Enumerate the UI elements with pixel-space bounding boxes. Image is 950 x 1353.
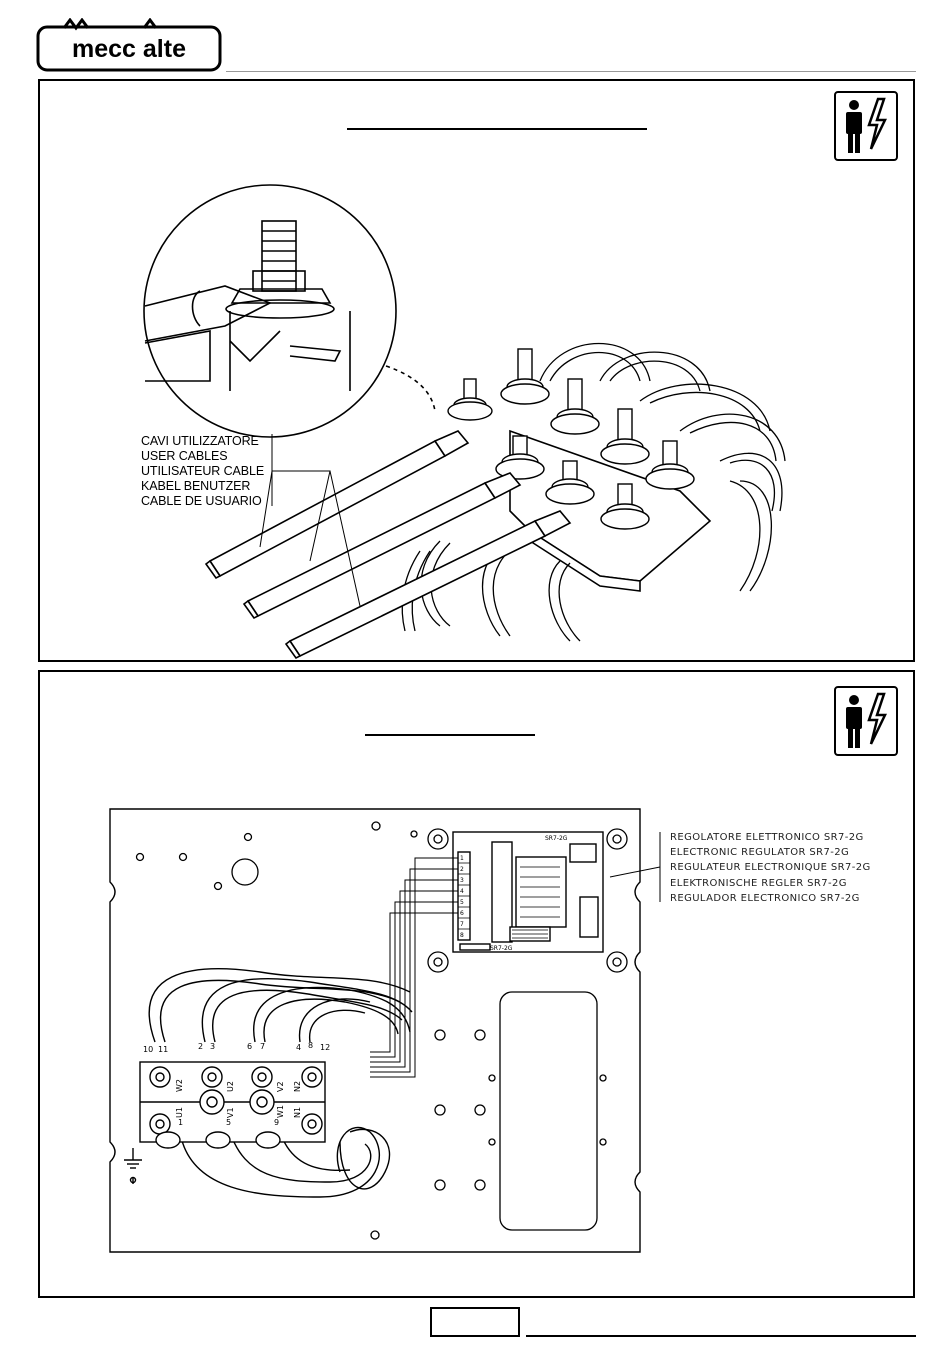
- regulator-label: REGOLATORE ELETTRONICO SR7-2G ELECTRONIC…: [670, 830, 871, 906]
- regulator-label-fr: REGULATEUR ELECTRONIQUE SR7-2G: [670, 862, 871, 874]
- figure-regulator-wiring-panel: 10 11 2 3 6 7 4 8 12 1 5 9 W2 U2 V2 N2 U…: [38, 670, 915, 1298]
- cable-label-it: CAVI UTILIZZATORE: [141, 434, 259, 448]
- regulator-terminal-1: 1: [460, 855, 464, 862]
- regulator-terminal-8: 8: [460, 932, 464, 939]
- terminal-letter-V2: V2: [276, 1081, 285, 1092]
- regulator-label-de: ELEKTRONISCHE REGLER SR7-2G: [670, 877, 847, 889]
- regulator-board-bottom-label: SR7-2G: [490, 945, 513, 952]
- page-number-box: [430, 1307, 520, 1337]
- terminal-number-12: 12: [320, 1043, 330, 1052]
- earth-symbol-icon: [124, 1148, 142, 1184]
- regulator-terminal-6: 6: [460, 910, 464, 917]
- terminal-letter-W1: W1: [276, 1105, 285, 1118]
- terminal-letter-W2: W2: [175, 1079, 184, 1092]
- regulator-terminal-2: 2: [460, 866, 464, 873]
- regulator-terminal-4: 4: [460, 888, 464, 895]
- regulator-terminal-7: 7: [460, 921, 464, 928]
- regulator-label-it: REGOLATORE ELETTRONICO SR7-2G: [670, 832, 864, 843]
- terminal-number-1: 1: [178, 1118, 183, 1127]
- terminal-letter-N2: N2: [293, 1081, 302, 1092]
- user-cables-label: CAVI UTILIZZATORE USER CABLES UTILISATEU…: [141, 434, 264, 509]
- terminal-number-6: 6: [247, 1042, 252, 1051]
- cable-label-en: USER CABLES: [141, 449, 228, 463]
- terminal-number-7: 7: [260, 1042, 265, 1051]
- terminal-number-4: 4: [296, 1043, 301, 1052]
- logo-text: mecc alte: [72, 35, 186, 63]
- regulator-terminal-5: 5: [460, 899, 464, 906]
- terminal-letter-U2: U2: [226, 1081, 235, 1092]
- terminal-letter-N1: N1: [293, 1107, 302, 1118]
- terminal-letter-U1: U1: [175, 1107, 184, 1118]
- person-high-voltage-icon: [834, 91, 898, 161]
- cable-label-es: CABLE DE USUARIO: [141, 494, 262, 508]
- header-rule: [226, 71, 916, 72]
- regulator-terminal-3: 3: [460, 877, 464, 884]
- terminal-number-5: 5: [226, 1118, 231, 1127]
- cable-label-fr: UTILISATEUR CABLE: [141, 464, 265, 478]
- regulator-board-top-label: SR7-2G: [545, 835, 568, 842]
- regulator-label-es: REGULADOR ELECTRONICO SR7-2G: [670, 892, 860, 904]
- terminal-number-2: 2: [198, 1042, 203, 1051]
- footer-rule: [526, 1335, 916, 1337]
- terminal-number-9: 9: [274, 1118, 279, 1127]
- regulator-label-en: ELECTRONIC REGULATOR SR7-2G: [670, 847, 850, 859]
- terminal-number-3: 3: [210, 1042, 215, 1051]
- terminal-number-10: 10: [143, 1045, 153, 1054]
- terminal-number-11: 11: [158, 1045, 168, 1054]
- figure-user-cables-panel: CAVI UTILIZZATORE USER CABLES UTILISATEU…: [38, 79, 915, 662]
- cable-label-de: KABEL BENUTZER: [141, 479, 251, 493]
- figure2-title-underline: [365, 734, 535, 736]
- figure1-title-underline: [347, 128, 647, 130]
- mecc-alte-logo: mecc alte: [36, 18, 222, 72]
- terminal-letter-V1: V1: [226, 1107, 235, 1118]
- terminal-number-8: 8: [308, 1041, 313, 1050]
- regulator-wiring-diagram: 10 11 2 3 6 7 4 8 12 1 5 9 W2 U2 V2 N2 U…: [109, 808, 661, 1253]
- terminal-block-illustration: [143, 184, 786, 660]
- person-high-voltage-icon-2: [834, 686, 898, 756]
